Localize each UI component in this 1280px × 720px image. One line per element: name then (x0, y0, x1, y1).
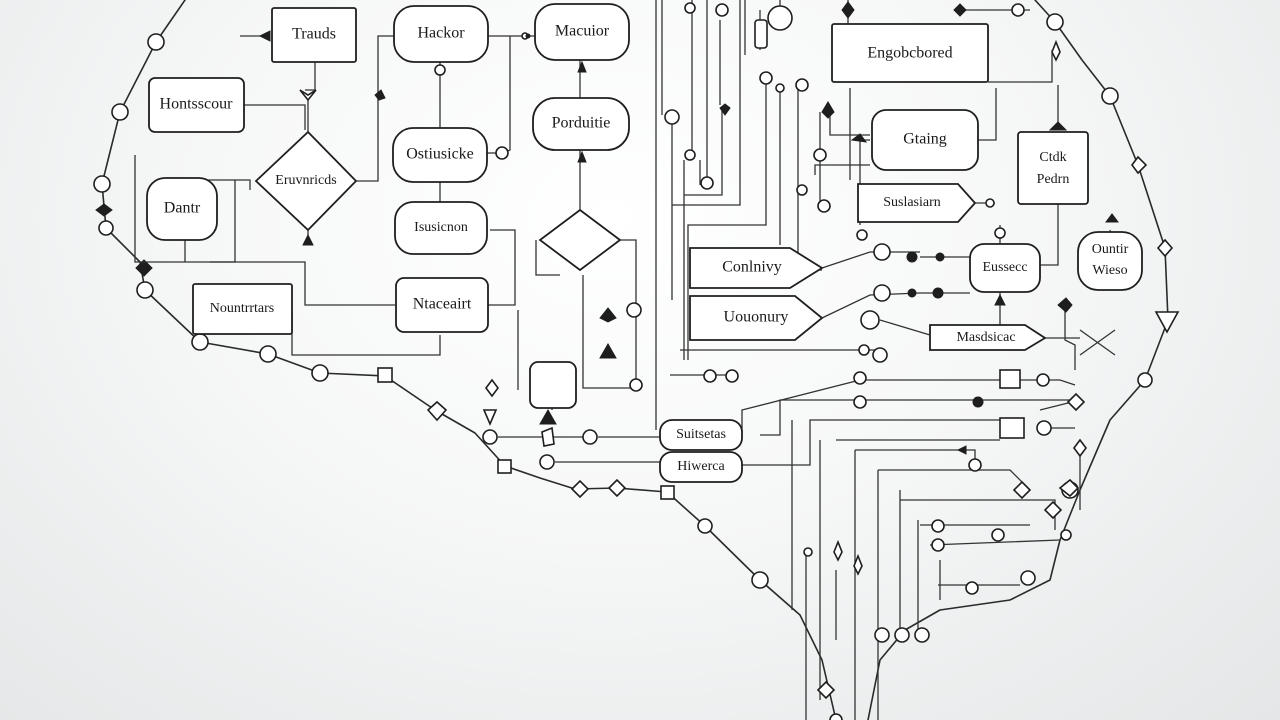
box-ountir-label-line1: Ountir (1092, 242, 1129, 257)
box-suslasiarn: Suslasiarn (857, 183, 977, 223)
box-eussecc-label: Eussecc (982, 260, 1027, 275)
box-dantr: Dantr (146, 177, 218, 241)
box-masdsicac: Masdsicac (929, 324, 1047, 351)
box-nountrrtars: Nountrrtars (192, 283, 293, 335)
box-hackor: Hackor (393, 5, 489, 63)
box-porduitie-label: Porduitie (552, 115, 611, 132)
box-gtaing-label: Gtaing (903, 131, 947, 148)
box-dantr-label: Dantr (164, 200, 201, 217)
box-isusicnon-label: Isusicnon (414, 220, 468, 235)
box-engobcbored-label: Engobcbored (867, 45, 952, 62)
box-ctdk-label-line1: Ctdk (1039, 150, 1066, 165)
box-eussecc: Eussecc (969, 243, 1041, 293)
box-hiwerca: Hiwerca (659, 451, 743, 483)
box-ostiusicke-label: Ostiusicke (406, 146, 474, 163)
box-porduitie: Porduitie (532, 97, 630, 151)
box-suitsetas-label: Suitsetas (676, 427, 726, 442)
box-conlnivy: Conlnivy (689, 247, 824, 289)
box-hiwerca-label: Hiwerca (677, 459, 725, 474)
box-hackor-label: Hackor (417, 25, 465, 42)
decision-eruvnricds: Eruvnricds (254, 130, 358, 232)
box-macuior-label: Macuior (555, 23, 610, 40)
box-nountrrtars-label: Nountrrtars (210, 301, 275, 316)
box-macuior: Macuior (534, 3, 630, 61)
box-engobcbored: Engobcbored (831, 23, 989, 83)
box-ntaceairt-label: Ntaceairt (413, 296, 472, 313)
decision-blank (538, 208, 622, 272)
box-masdsicac-label: Masdsicac (956, 330, 1015, 345)
box-isusicnon: Isusicnon (394, 201, 488, 255)
box-ountir-label-line2: Wieso (1092, 263, 1127, 278)
box-hontsscour: Hontsscour (148, 77, 245, 133)
connector-nodes (258, 1, 1119, 720)
outline-nodes (93, 13, 1180, 589)
box-hontsscour-label: Hontsscour (160, 96, 234, 113)
box-ntaceairt: Ntaceairt (395, 277, 489, 333)
decision-eruvnricds-label: Eruvnricds (275, 173, 336, 188)
box-uouonury: Uouonury (689, 295, 824, 341)
flowchart-boxes: Trauds Hackor Macuior Engobcbored Hontss… (146, 3, 1143, 483)
box-gtaing: Gtaing (871, 109, 979, 171)
box-trauds: Trauds (271, 7, 357, 63)
box-ctdk-label-line2: Pedrn (1037, 172, 1070, 187)
box-ostiusicke: Ostiusicke (392, 127, 488, 183)
box-ountir: Ountir Wieso (1077, 231, 1143, 291)
box-trauds-label: Trauds (292, 26, 336, 43)
box-ctdk: Ctdk Pedrn (1017, 131, 1089, 205)
box-blank (529, 361, 577, 409)
box-suitsetas: Suitsetas (659, 419, 743, 451)
box-conlnivy-label: Conlnivy (722, 259, 782, 276)
box-uouonury-label: Uouonury (724, 309, 789, 326)
box-suslasiarn-label: Suslasiarn (883, 195, 941, 210)
